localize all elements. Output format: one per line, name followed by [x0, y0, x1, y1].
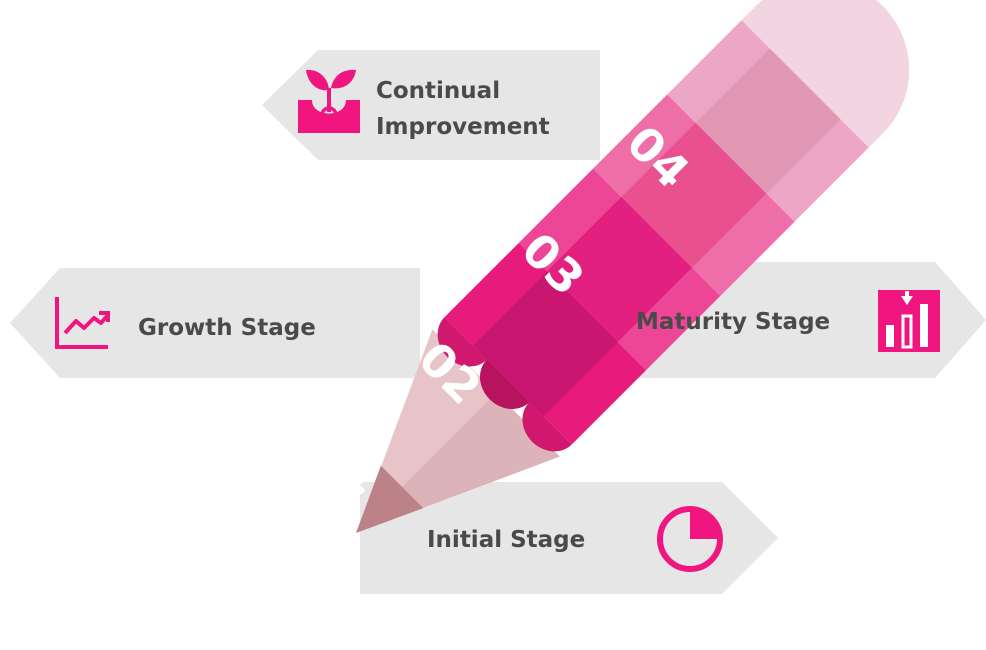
trend-line-icon	[55, 297, 110, 349]
banner-growth-stage	[10, 268, 420, 378]
bar-chart-icon	[878, 290, 940, 352]
pencil-graphite	[356, 465, 424, 533]
label-initial-stage: Initial Stage	[427, 527, 585, 553]
label-improvement: Improvement	[376, 114, 550, 140]
pie-chart-icon	[657, 506, 723, 572]
label-maturity-stage: Maturity Stage	[636, 309, 830, 335]
pencil	[356, 0, 910, 533]
pencil-eraser	[741, 0, 910, 148]
label-growth-stage: Growth Stage	[138, 315, 316, 341]
sprout-icon	[298, 69, 360, 133]
label-continual: Continual	[376, 78, 500, 104]
